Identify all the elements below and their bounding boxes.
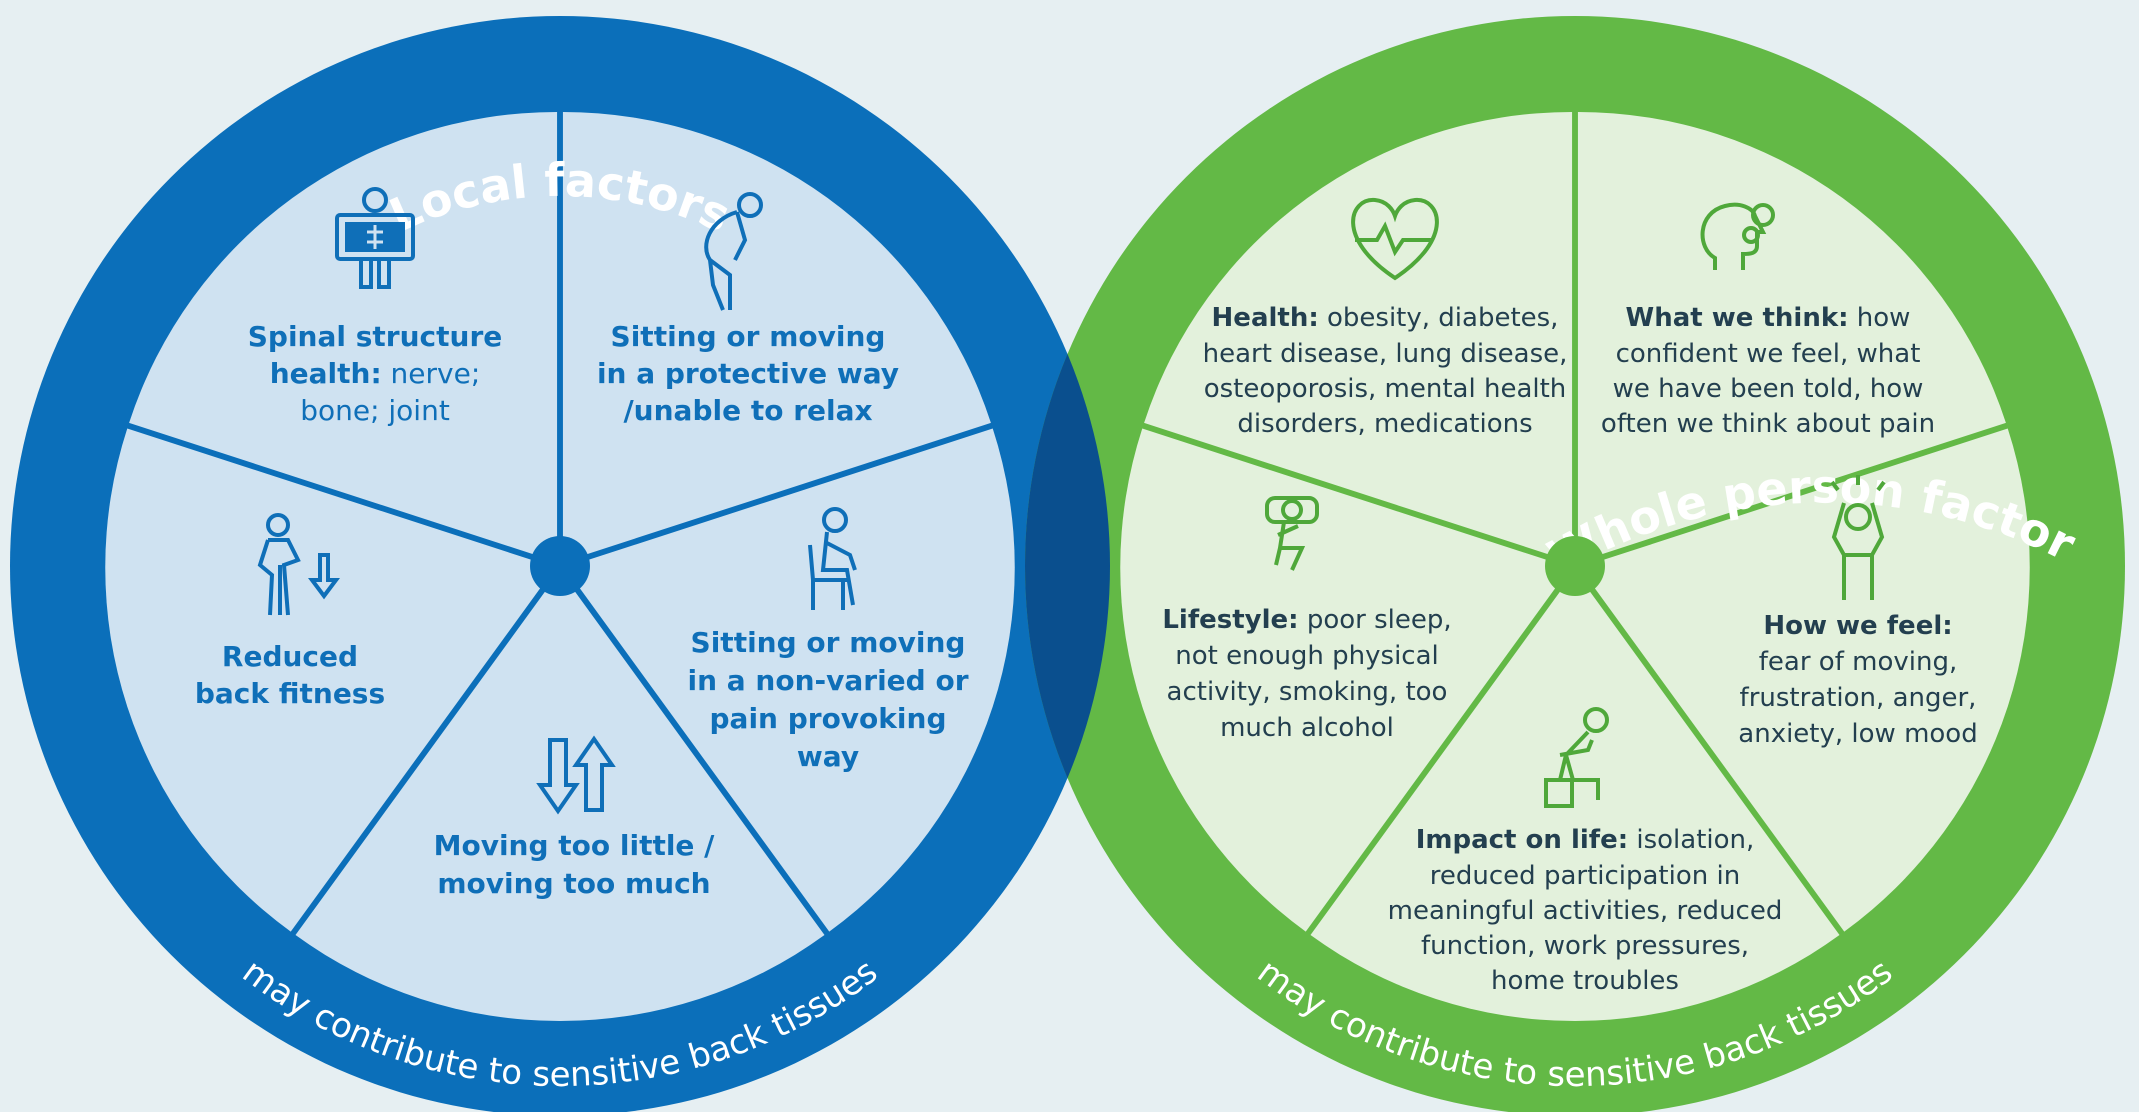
seated-person-icon: [808, 507, 857, 610]
local-segment-label: Moving too little / moving too much: [434, 829, 716, 900]
svg-text:meaningful activities, reduced: meaningful activities, reduced: [1388, 896, 1783, 926]
svg-text:back fitness: back fitness: [195, 677, 385, 710]
local-hub: [530, 536, 590, 596]
local-segments: [105, 111, 1015, 1021]
whole-segment: [1144, 111, 1573, 562]
svg-text:function, work pressures,: function, work pressures,: [1421, 931, 1749, 961]
local-segment-label: Sitting or moving in a protective way /u…: [597, 320, 899, 427]
whole-segment: [1310, 571, 1840, 1021]
local-segment: [562, 111, 991, 562]
local-segment: [295, 571, 825, 1021]
svg-text:Sitting or moving: Sitting or moving: [691, 626, 966, 659]
head-gears-icon: [1700, 202, 1775, 270]
svg-text:way: way: [797, 740, 859, 773]
whole-segment-label: What we think: how confident we feel, wh…: [1601, 303, 1935, 439]
local-segment-label: Spinal structure health: nerve; bone; jo…: [248, 320, 503, 427]
svg-text:much alcohol: much alcohol: [1220, 713, 1394, 743]
svg-text:disorders, medications: disorders, medications: [1237, 409, 1532, 439]
local-segment: [129, 111, 558, 562]
svg-text:not enough physical: not enough physical: [1175, 641, 1439, 671]
svg-text:often we think about pain: often we think about pain: [1601, 409, 1935, 439]
whole-segment-label: Health: obesity, diabetes, heart disease…: [1203, 303, 1568, 439]
heart-pulse-icon: [1351, 197, 1439, 281]
svg-text:How we feel:: How we feel:: [1763, 611, 1952, 641]
svg-text:/unable to relax: /unable to relax: [623, 394, 872, 427]
svg-text:What we think: how: What we think: how: [1626, 303, 1911, 333]
svg-text:frustration, anger,: frustration, anger,: [1740, 683, 1977, 713]
svg-text:home troubles: home troubles: [1491, 966, 1679, 996]
stressed-person-icon: [1830, 475, 1886, 600]
whole-segments: [1120, 111, 2030, 1021]
local-segment: [105, 428, 556, 932]
svg-text:osteoporosis, mental health: osteoporosis, mental health: [1204, 374, 1567, 404]
svg-text:fear of moving,: fear of moving,: [1759, 647, 1957, 677]
whole-segment-label: How we feel: fear of moving, frustration…: [1738, 611, 1977, 749]
whole-segment-label: Lifestyle: poor sleep, not enough physic…: [1162, 605, 1451, 743]
svg-text:Reduced: Reduced: [222, 640, 358, 673]
svg-text:confident we feel, what: confident we feel, what: [1616, 339, 1921, 369]
whole-segment: [1579, 428, 2030, 932]
local-segment-label: Sitting or moving in a non-varied or pai…: [687, 626, 968, 773]
whole-segment: [1120, 428, 1571, 932]
svg-text:Moving too little /: Moving too little /: [434, 829, 716, 862]
svg-text:pain provoking: pain provoking: [710, 702, 947, 735]
svg-text:moving too much: moving too much: [437, 867, 710, 900]
svg-text:Sitting or moving: Sitting or moving: [611, 320, 886, 353]
svg-text:Impact on life: isolation,: Impact on life: isolation,: [1416, 825, 1755, 855]
local-segment-label: Reduced back fitness: [195, 640, 385, 710]
svg-text:health: nerve;: health: nerve;: [270, 357, 481, 390]
person-down-arrow-icon: [257, 513, 340, 616]
up-down-arrows-icon: [536, 735, 616, 815]
sitting-thinking-person-icon: [1544, 707, 1609, 808]
svg-text:Health: obesity, diabetes,: Health: obesity, diabetes,: [1212, 303, 1559, 333]
svg-text:Lifestyle: poor sleep,: Lifestyle: poor sleep,: [1162, 605, 1451, 635]
sleeping-person-icon: [1265, 496, 1319, 571]
hunched-person-icon: [704, 192, 763, 311]
svg-text:heart disease, lung disease,: heart disease, lung disease,: [1203, 339, 1568, 369]
svg-text:in a non-varied or: in a non-varied or: [687, 664, 968, 697]
svg-text:in a protective way: in a protective way: [597, 357, 899, 390]
svg-text:anxiety, low mood: anxiety, low mood: [1738, 719, 1977, 749]
svg-text:bone; joint: bone; joint: [300, 394, 450, 427]
whole-segment-label: Impact on life: isolation, reduced parti…: [1388, 825, 1783, 996]
svg-text:reduced participation in: reduced participation in: [1430, 861, 1740, 891]
whole-segment: [1577, 111, 2006, 562]
svg-text:Spinal structure: Spinal structure: [248, 320, 503, 353]
local-segment: [564, 428, 1015, 932]
svg-text:activity, smoking, too: activity, smoking, too: [1167, 677, 1448, 707]
svg-text:we have been told, how: we have been told, how: [1613, 374, 1924, 404]
xray-person-icon: [335, 187, 415, 289]
whole-hub: [1545, 536, 1605, 596]
